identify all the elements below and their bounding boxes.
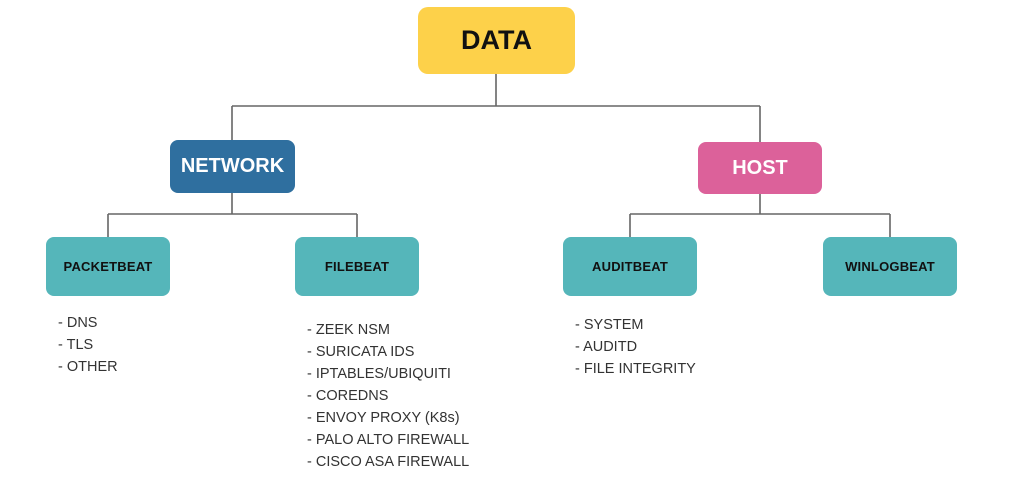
filebeat-sources-list: ZEEK NSM SURICATA IDS IPTABLES/UBIQUITI … [307,319,469,473]
list-item: COREDNS [307,385,469,407]
list-item: ENVOY PROXY (K8s) [307,407,469,429]
node-filebeat: FILEBEAT [295,237,419,296]
list-item: SYSTEM [575,314,696,336]
node-network: NETWORK [170,140,295,193]
list-item: AUDITD [575,336,696,358]
list-item: IPTABLES/UBIQUITI [307,363,469,385]
list-item: TLS [58,334,118,356]
node-data: DATA [418,7,575,74]
list-item: OTHER [58,356,118,378]
node-host: HOST [698,142,822,194]
packetbeat-sources-list: DNS TLS OTHER [58,312,118,378]
node-winlogbeat: WINLOGBEAT [823,237,957,296]
list-item: FILE INTEGRITY [575,358,696,380]
list-item: CISCO ASA FIREWALL [307,451,469,473]
node-auditbeat: AUDITBEAT [563,237,697,296]
list-item: DNS [58,312,118,334]
node-packetbeat: PACKETBEAT [46,237,170,296]
list-item: SURICATA IDS [307,341,469,363]
auditbeat-sources-list: SYSTEM AUDITD FILE INTEGRITY [575,314,696,380]
list-item: ZEEK NSM [307,319,469,341]
list-item: PALO ALTO FIREWALL [307,429,469,451]
